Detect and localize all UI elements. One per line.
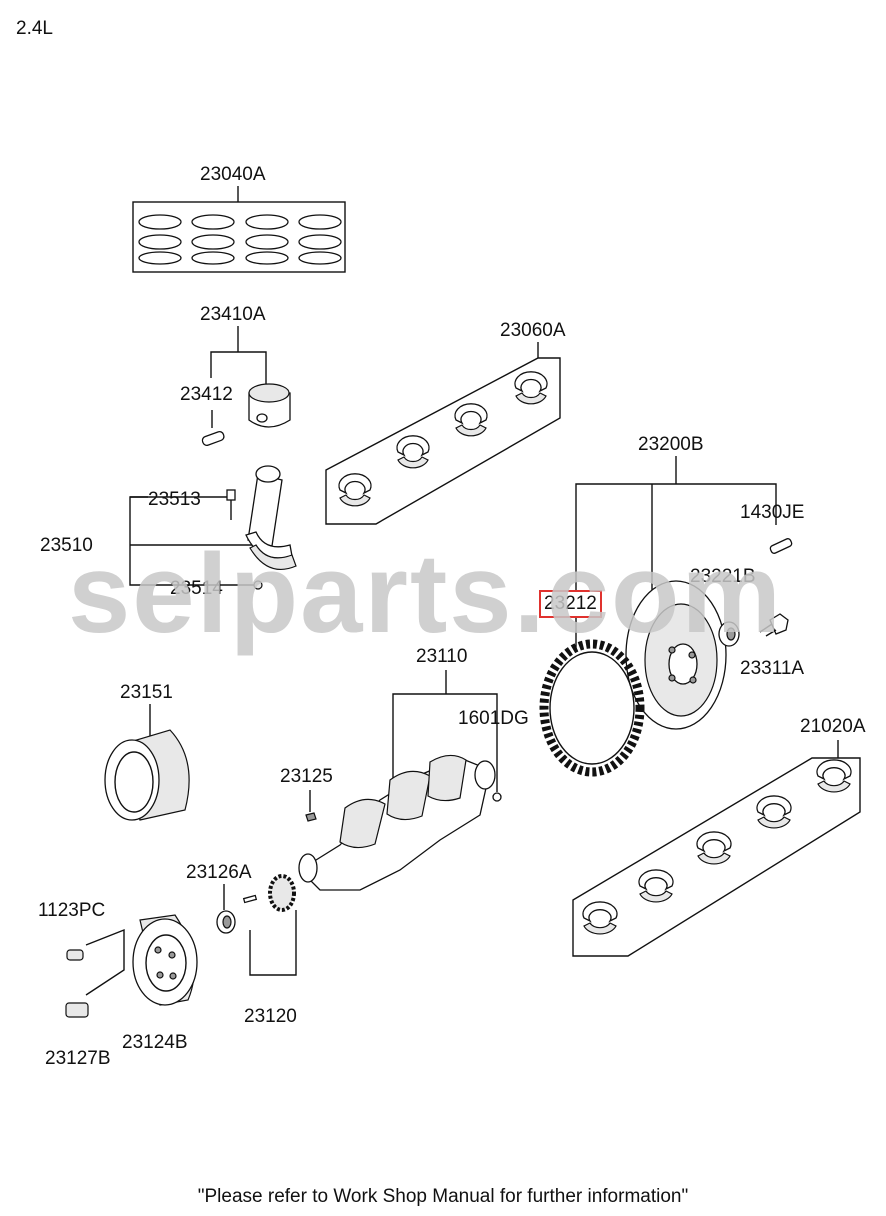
part-label-21020A[interactable]: 21020A (800, 716, 866, 737)
part-label-23410A[interactable]: 23410A (200, 304, 266, 325)
part-label-23212-selected[interactable]: 23212 (539, 590, 602, 618)
part-label-1123PC[interactable]: 1123PC (38, 900, 106, 921)
part-label-23124B[interactable]: 23124B (122, 1032, 188, 1053)
part-label-23040A[interactable]: 23040A (200, 164, 266, 185)
footer-note: "Please refer to Work Shop Manual for fu… (197, 1186, 689, 1207)
part-label-23221B[interactable]: 23221B (690, 566, 756, 587)
connecting-rod-illustration (129, 465, 297, 590)
flywheel-illustration (575, 456, 793, 730)
conrod-bearing-set-illustration (325, 342, 561, 525)
crankshaft-illustration (298, 670, 502, 891)
part-label-23120[interactable]: 23120 (244, 1006, 297, 1027)
part-label-23510[interactable]: 23510 (40, 535, 93, 556)
damper-pulley-illustration (65, 914, 198, 1018)
part-label-1601DG[interactable]: 1601DG (458, 708, 529, 729)
part-label-23311A[interactable]: 23311A (740, 658, 805, 679)
front-seal-sprocket-illustration (216, 874, 297, 976)
part-label-23513[interactable]: 23513 (148, 489, 201, 510)
piston-ring-set-illustration (132, 186, 346, 273)
part-label-23412[interactable]: 23412 (180, 384, 233, 405)
part-label-23126A[interactable]: 23126A (186, 862, 252, 883)
part-label-1430JE[interactable]: 1430JE (740, 502, 805, 523)
part-label-23514[interactable]: 23514 (170, 578, 223, 599)
rear-oil-seal-illustration (104, 704, 190, 821)
part-label-23110[interactable]: 23110 (416, 646, 468, 667)
ring-gear-illustration (539, 639, 645, 777)
main-bearing-set-illustration (572, 740, 861, 957)
part-label-23125[interactable]: 23125 (280, 766, 333, 787)
part-label-23200B[interactable]: 23200B (638, 434, 704, 455)
part-label-23060A[interactable]: 23060A (500, 320, 566, 341)
piston-illustration (201, 326, 291, 446)
part-label-23151[interactable]: 23151 (120, 682, 173, 703)
engine-label: 2.4L (16, 18, 53, 39)
part-label-23127B[interactable]: 23127B (45, 1048, 111, 1069)
crank-key-illustration (305, 790, 317, 822)
